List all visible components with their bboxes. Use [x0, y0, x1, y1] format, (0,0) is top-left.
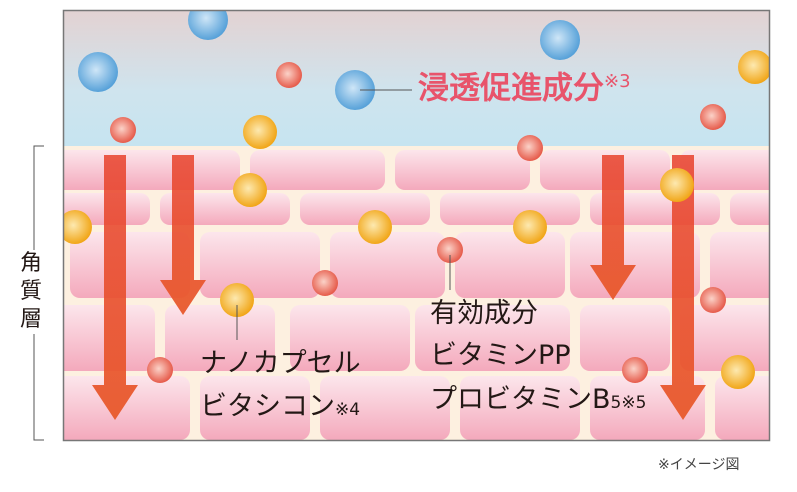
penetration-enhancer-particle	[335, 70, 375, 110]
skin-cell	[250, 150, 385, 190]
active-ingredient-particle	[276, 62, 302, 88]
active-ingredient-particle	[437, 237, 463, 263]
nano-capsule-particle	[513, 210, 547, 244]
skin-surface-area	[63, 10, 770, 146]
active-ingredient-particle	[110, 117, 136, 143]
skin-cell	[320, 376, 450, 440]
penetration-arrow-icon	[92, 155, 138, 420]
active-ingredient-particle	[147, 357, 173, 383]
skin-cell	[63, 305, 155, 371]
skin-cell	[63, 376, 190, 440]
skin-cell	[165, 305, 275, 371]
skin-cell	[63, 193, 150, 225]
skin-cell	[730, 193, 770, 225]
skin-cell	[580, 305, 670, 371]
active-ingredient-particle	[312, 270, 338, 296]
vitacicon-label: ビタシコン※4	[200, 391, 361, 422]
nano-capsule-particle	[738, 50, 770, 84]
skin-cell	[440, 193, 580, 225]
penetration-arrow-icon	[160, 155, 206, 315]
skin-cell	[200, 232, 320, 298]
nano-capsule-particle	[243, 115, 277, 149]
nano-capsule-particle	[358, 210, 392, 244]
nano-capsule-particle	[220, 283, 254, 317]
skin-cell	[290, 305, 410, 371]
active-ingredient-particle	[622, 357, 648, 383]
stratum-corneum-label: 角質層	[18, 250, 44, 334]
active-ingredient-particle	[700, 104, 726, 130]
skin-cell	[415, 305, 570, 371]
penetration-enhancer-particle	[540, 20, 580, 60]
penetration-enhancer-particle	[188, 10, 228, 40]
active-ingredient-particle	[517, 135, 543, 161]
image-note: ※イメージ図	[658, 457, 740, 473]
skin-cell	[455, 232, 565, 298]
penetration-arrow-icon	[660, 155, 706, 420]
penetration-enhancer-particle	[78, 52, 118, 92]
skin-cell	[680, 150, 770, 190]
skin-cell	[715, 376, 770, 440]
penetration-arrow-icon	[590, 155, 636, 300]
skin-cell	[460, 376, 580, 440]
nano-capsule-particle	[660, 168, 694, 202]
skin-cell	[395, 150, 530, 190]
skin-cell	[70, 232, 190, 298]
penetration-enhancer-label: 浸透促進成分※3	[418, 70, 631, 107]
vitamin-pp-label: ビタミンPP	[430, 340, 571, 371]
nano-capsule-label: ナノカプセル	[200, 348, 361, 379]
nano-capsule-particle	[233, 173, 267, 207]
skin-cell	[200, 376, 310, 440]
provitamin-b5-label: プロビタミンB5※5	[430, 384, 647, 415]
nano-capsule-particle	[63, 210, 92, 244]
nano-capsule-particle	[721, 355, 755, 389]
skin-cell	[680, 305, 770, 371]
skin-cell	[300, 193, 430, 225]
skin-cell	[330, 232, 445, 298]
active-ingredient-particle	[700, 287, 726, 313]
diagram-frame	[62, 9, 771, 442]
active-ingredient-heading: 有効成分	[430, 298, 538, 329]
skin-cell	[710, 232, 770, 298]
